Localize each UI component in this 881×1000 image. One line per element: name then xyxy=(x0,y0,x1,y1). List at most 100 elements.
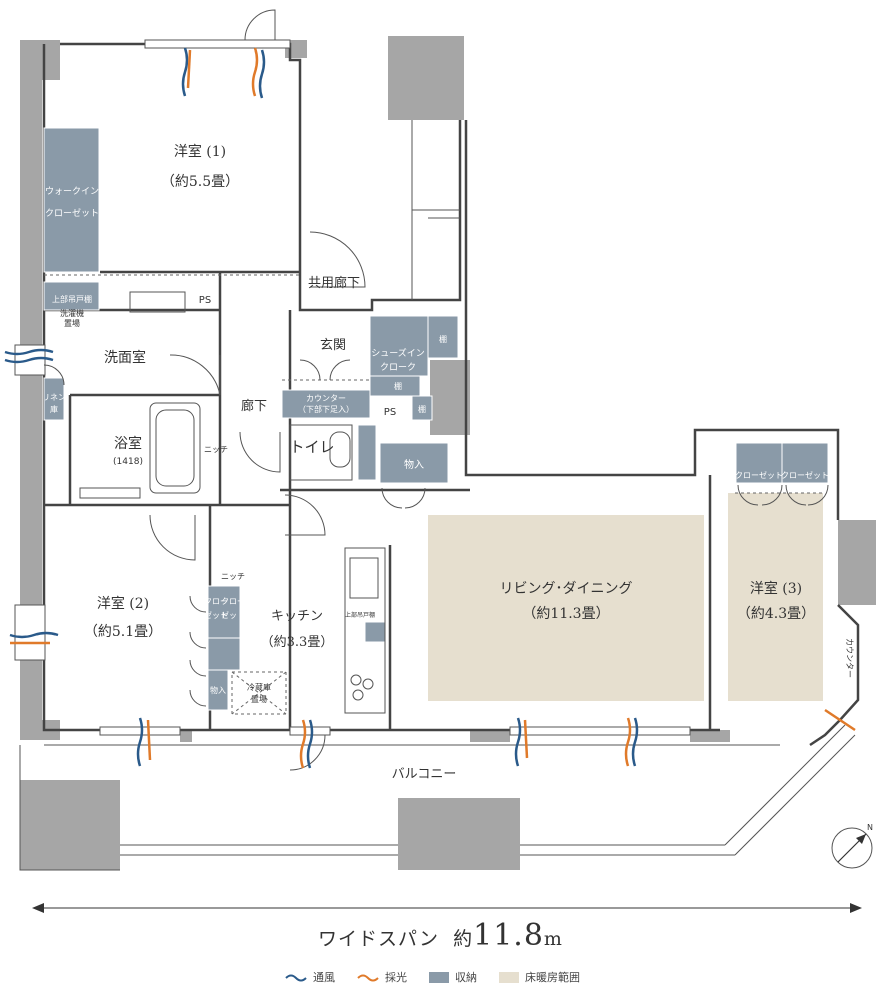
window-top xyxy=(144,39,291,49)
room-name-kitchen: キッチン xyxy=(271,609,323,624)
shoes-label-2: クローク xyxy=(380,362,416,373)
compass xyxy=(831,827,873,869)
room-name-toilet: トイレ xyxy=(289,438,334,456)
kitchen-upper-cabinet-label: 上部吊戸棚 xyxy=(345,611,375,619)
storage-shelf3 xyxy=(411,395,433,421)
ps-label-1: PS xyxy=(199,295,211,306)
room-size-western3: （約4.3畳） xyxy=(737,606,815,622)
balcony-outline xyxy=(19,724,856,871)
compass-north: N xyxy=(867,823,873,832)
counter-label-1: カウンター xyxy=(306,394,346,403)
storage-areas xyxy=(43,127,829,711)
wide-span-arrow xyxy=(32,903,862,913)
room-size-living: （約11.3畳） xyxy=(522,606,609,622)
storage-closet-v2 xyxy=(207,637,241,671)
room-size-western2: （約5.1畳） xyxy=(84,624,162,640)
column xyxy=(690,730,730,742)
kitchen-counter xyxy=(344,547,386,714)
stove xyxy=(350,674,374,701)
doors xyxy=(43,9,829,771)
storage-upper-cabinet xyxy=(43,281,100,311)
counter-label-2: （下部下足入） xyxy=(298,404,354,414)
storage-linen-label-1: リネン xyxy=(42,393,66,402)
bath-size: (1418) xyxy=(113,457,143,467)
balcony-column xyxy=(398,798,520,870)
window-kitchen xyxy=(289,726,331,736)
room-name-bath: 浴室 xyxy=(114,435,142,452)
column xyxy=(838,520,876,605)
storage-swatch-icon xyxy=(429,971,449,983)
room-name-western1: 洋室 (1) xyxy=(174,143,226,160)
room-name-corridor: 廊下 xyxy=(241,398,267,414)
storage-closet-v xyxy=(207,585,241,639)
storage-linen-label-2: 庫 xyxy=(50,404,58,414)
closet-label-b: クローゼット xyxy=(781,470,829,480)
light-icon xyxy=(357,974,379,982)
legend-item-light: 採光 xyxy=(357,969,407,985)
ps-label-2: PS xyxy=(384,407,396,418)
wide-span-label: ワイドスパン 約11.8m xyxy=(0,918,881,953)
legend-label-wind: 通風 xyxy=(313,971,335,984)
room-name-western3: 洋室 (3) xyxy=(750,580,802,597)
storage-linen xyxy=(43,377,65,421)
storage-shoes-shelf xyxy=(427,315,459,359)
fridge-space xyxy=(231,671,287,715)
shelf-label-3: 棚 xyxy=(418,404,426,414)
storage-kitchen-shelf xyxy=(364,621,386,643)
floor-heating-western3 xyxy=(728,493,823,701)
airflow-light-marks xyxy=(4,47,856,769)
room-name-common-corridor: 共用廊下 xyxy=(308,275,360,291)
storage-room-label-1: 物入 xyxy=(404,458,424,471)
laundry-label-2: 置場 xyxy=(64,318,80,328)
wide-span-prefix: ワイドスパン xyxy=(318,928,439,950)
legend-label-storage: 収納 xyxy=(455,971,477,984)
storage-closet-b xyxy=(781,442,829,484)
storage-room-w2 xyxy=(207,669,229,711)
legend-label-floor-heating: 床暖房範囲 xyxy=(525,971,580,984)
storage-shoes-shelf2 xyxy=(369,375,421,397)
storage-walkin-label-2: クローゼット xyxy=(45,207,99,219)
window-living xyxy=(509,726,691,736)
storage-closet-a xyxy=(735,442,783,484)
column xyxy=(388,36,464,120)
shelf-label-2: 棚 xyxy=(394,381,402,391)
room-name-entrance: 玄関 xyxy=(320,338,346,353)
wide-span-unit: m xyxy=(543,928,563,950)
washbasin xyxy=(129,291,186,313)
legend-label-light: 採光 xyxy=(385,971,407,984)
room-size-kitchen: （約3.3畳） xyxy=(261,635,334,650)
column xyxy=(180,730,192,742)
laundry-label-1: 洗濯機 xyxy=(60,308,84,318)
bath-step xyxy=(79,487,141,499)
bathtub-inner xyxy=(155,409,195,487)
floor-heating-living xyxy=(428,515,704,701)
toilet-bowl xyxy=(329,431,351,468)
outer-wall-left xyxy=(20,40,42,510)
legend-item-floor-heating: 床暖房範囲 xyxy=(499,969,580,985)
storage-walkin-label-1: ウォークイン xyxy=(45,186,99,197)
balcony-column xyxy=(20,780,120,870)
storage-room-hall xyxy=(379,442,449,484)
column xyxy=(430,360,470,435)
wide-span-value-prefix: 約 xyxy=(453,928,474,950)
niche-label-1: ニッチ xyxy=(204,445,228,454)
legend-item-storage: 収納 xyxy=(429,969,477,985)
counter-side-label: カウンター xyxy=(845,638,854,678)
storage-toilet-cabinet xyxy=(357,424,377,481)
legend: 通風 採光 収納 床暖房範囲 xyxy=(285,967,580,987)
shoes-label-1: シューズイン xyxy=(371,347,425,359)
room-name-western2: 洋室 (2) xyxy=(97,595,149,612)
column xyxy=(470,730,510,742)
shelf-label-1: 棚 xyxy=(439,334,447,344)
fridge-label-2: 置場 xyxy=(251,694,267,704)
toilet-area xyxy=(289,424,353,481)
common-corridor-structure xyxy=(411,120,460,300)
column xyxy=(20,720,60,740)
storage-shoes xyxy=(369,315,429,377)
storage-upper-cabinet-label: 上部吊戸棚 xyxy=(52,294,92,304)
room-size-western1: （約5.5畳） xyxy=(161,174,239,190)
room-name-washroom: 洗面室 xyxy=(104,349,146,366)
closet-label-a: クローゼット xyxy=(735,470,783,480)
floor-heating-swatch-icon xyxy=(499,971,519,983)
